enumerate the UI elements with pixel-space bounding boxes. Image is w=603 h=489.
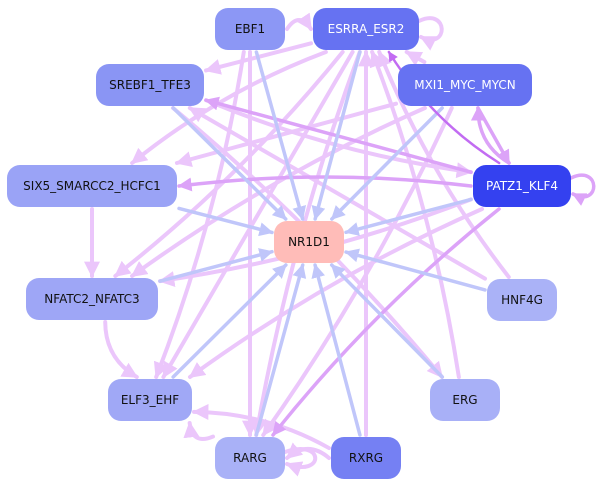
- edge-patz1-klf4-to-elf3-ehf: [187, 207, 485, 379]
- node-rarg[interactable]: RARG: [215, 437, 285, 479]
- node-label: SIX5_SMARCC2_HCFC1: [23, 179, 161, 193]
- node-box[interactable]: [274, 221, 344, 263]
- edge-mxi1-myc-mycn-to-esrra-esr2: [404, 50, 427, 67]
- edge-patz1-klf4-to-esrra-esr2: [387, 50, 501, 165]
- edge-esrra-esr2-to-six5-smarcc2-hcfc1: [130, 50, 328, 165]
- node-elf3-ehf[interactable]: ELF3_EHF: [108, 379, 192, 421]
- node-label: RARG: [233, 451, 267, 465]
- edge-nfatc2-nfatc3-to-elf3-ehf: [103, 320, 139, 379]
- edge-esrra-esr2-to-esrra-esr2: [417, 16, 444, 51]
- edge-six5-smarcc2-hcfc1-to-nr1d1: [177, 206, 274, 237]
- node-label: ELF3_EHF: [121, 393, 179, 407]
- edge-rarg-to-rarg: [283, 447, 318, 477]
- edge-rxrg-to-elf3-ehf: [192, 403, 331, 451]
- node-label: HNF4G: [501, 293, 543, 307]
- node-label: EBF1: [235, 22, 265, 36]
- node-label: RXRG: [349, 451, 383, 465]
- edge-mxi1-myc-mycn-to-nfatc2-nfatc3: [130, 106, 427, 278]
- edge-hnf4g-to-nr1d1: [344, 248, 487, 292]
- edge-esrra-esr2-to-elf3-ehf: [161, 50, 355, 379]
- node-nr1d1[interactable]: NR1D1: [274, 221, 344, 263]
- edge-erg-to-nr1d1: [329, 263, 445, 379]
- node-hnf4g[interactable]: HNF4G: [487, 279, 557, 321]
- node-label: ESRRA_ESR2: [328, 22, 405, 36]
- edges-layer: [84, 12, 596, 477]
- node-box[interactable]: [430, 379, 500, 421]
- node-label: SREBF1_TFE3: [109, 78, 191, 92]
- node-erg[interactable]: ERG: [430, 379, 500, 421]
- node-box[interactable]: [473, 165, 571, 207]
- node-label: NFATC2_NFATC3: [44, 292, 139, 306]
- node-box[interactable]: [215, 437, 285, 479]
- edge-mxi1-myc-mycn-to-six5-smarcc2-hcfc1: [174, 101, 398, 167]
- node-label: MXI1_MYC_MYCN: [414, 78, 516, 92]
- edge-rxrg-to-nr1d1: [311, 263, 362, 437]
- edge-patz1-klf4-to-nr1d1: [344, 197, 473, 236]
- node-label: NR1D1: [288, 235, 330, 249]
- edge-rarg-to-nr1d1: [254, 263, 307, 437]
- edge-ebf1-to-esrra-esr2: [285, 12, 313, 31]
- node-box[interactable]: [331, 437, 401, 479]
- node-esrra-esr2[interactable]: ESRRA_ESR2: [313, 8, 419, 50]
- node-box[interactable]: [313, 8, 419, 50]
- edge-ebf1-to-nr1d1: [254, 50, 307, 221]
- node-box[interactable]: [7, 165, 177, 207]
- edge-rarg-to-elf3-ehf: [183, 421, 215, 441]
- edge-hnf4g-to-srebf1-tfe3: [187, 106, 487, 281]
- node-nfatc2-nfatc3[interactable]: NFATC2_NFATC3: [26, 278, 158, 320]
- edge-nfatc2-nfatc3-to-nr1d1: [158, 248, 274, 283]
- node-box[interactable]: [215, 8, 285, 50]
- node-box[interactable]: [108, 379, 192, 421]
- edge-mxi1-myc-mycn-to-nr1d1: [330, 106, 444, 221]
- node-box[interactable]: [96, 64, 204, 106]
- node-srebf1-tfe3[interactable]: SREBF1_TFE3: [96, 64, 204, 106]
- node-box[interactable]: [26, 278, 158, 320]
- edge-mxi1-myc-mycn-to-patz1-klf4: [476, 106, 511, 165]
- node-box[interactable]: [398, 64, 532, 106]
- node-box[interactable]: [487, 279, 557, 321]
- node-mxi1-myc-mycn[interactable]: MXI1_MYC_MYCN: [398, 64, 532, 106]
- edge-hnf4g-to-esrra-esr2: [377, 50, 511, 279]
- node-label: PATZ1_KLF4: [486, 179, 558, 193]
- node-rxrg[interactable]: RXRG: [331, 437, 401, 479]
- node-ebf1[interactable]: EBF1: [215, 8, 285, 50]
- edge-esrra-esr2-to-nr1d1: [311, 50, 362, 221]
- edge-srebf1-tfe3-to-nr1d1: [171, 106, 288, 221]
- edge-elf3-ehf-to-nr1d1: [171, 263, 288, 379]
- node-six5-smarcc2-hcfc1[interactable]: SIX5_SMARCC2_HCFC1: [7, 165, 177, 207]
- node-label: ERG: [452, 393, 477, 407]
- node-patz1-klf4[interactable]: PATZ1_KLF4: [473, 165, 571, 207]
- edge-patz1-klf4-to-patz1-klf4: [569, 173, 596, 206]
